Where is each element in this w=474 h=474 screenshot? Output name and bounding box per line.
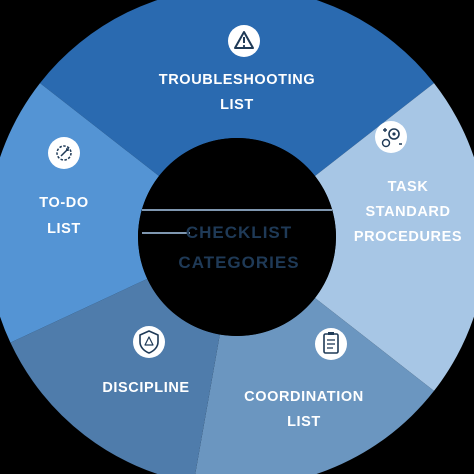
warning-triangle-icon <box>228 25 260 57</box>
center-title-line2: CATEGORIES <box>178 253 299 272</box>
segment-troubleshooting <box>39 0 435 177</box>
segment-task-standard-procedures <box>315 83 474 391</box>
segment-discipline <box>10 278 220 474</box>
shield-warning-icon <box>133 326 165 358</box>
segment-coordination <box>195 297 435 474</box>
label-troubleshooting-2: LIST <box>220 97 254 113</box>
center-title-line1: CHECKLIST <box>186 223 292 242</box>
label-task-1: TASK <box>388 179 429 195</box>
label-todo-1: TO-DO <box>39 195 88 211</box>
label-discipline: DISCIPLINE <box>102 380 189 396</box>
gears-process-icon <box>375 121 407 153</box>
segment-to-do <box>0 83 159 343</box>
label-task-2: STANDARD <box>365 204 450 220</box>
label-coordination-2: LIST <box>287 414 321 430</box>
rocket-gear-icon <box>48 137 80 169</box>
center-hole <box>138 138 336 336</box>
label-coordination-1: COORDINATION <box>244 389 364 405</box>
label-task-3: PROCEDURES <box>354 229 462 245</box>
clipboard-document-icon <box>315 328 347 360</box>
label-troubleshooting-1: TROUBLESHOOTING <box>159 72 315 88</box>
label-todo-2: LIST <box>47 221 81 237</box>
